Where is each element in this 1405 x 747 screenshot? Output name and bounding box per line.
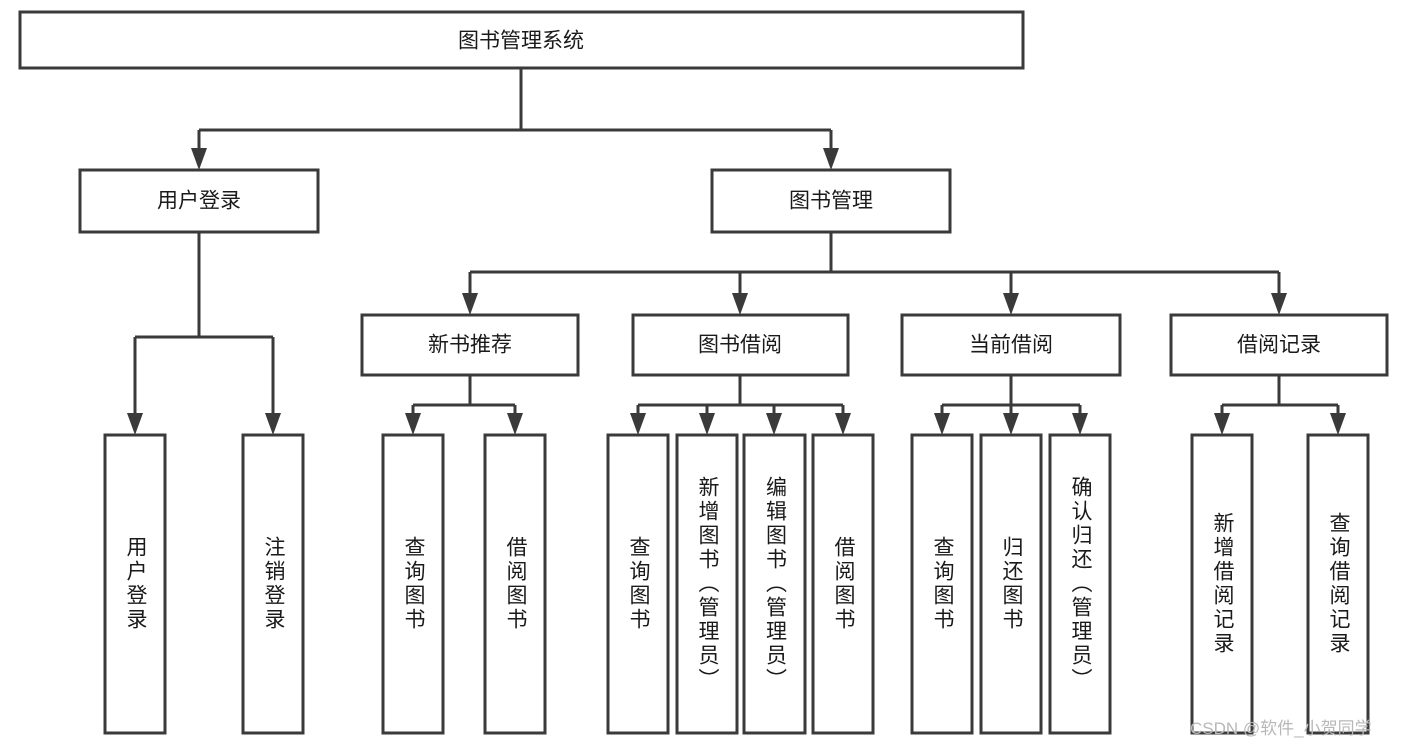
leaf-rects-new-book-recommend — [381, 433, 547, 735]
leaf-node-edit-book-admin[interactable] — [742, 433, 807, 735]
leaf-node-return-book[interactable] — [979, 433, 1043, 735]
connector-book-borrow-to-leaves — [630, 375, 851, 435]
leaf-node-query-book-3[interactable] — [910, 433, 974, 735]
leaf-node-borrow-book-2[interactable] — [811, 433, 875, 735]
csdn-watermark: CSDN @软件_小贺同学 — [1190, 719, 1372, 738]
node-new-book-recommend[interactable]: 新书推荐 — [360, 313, 580, 377]
node-book-management[interactable]: 图书管理 — [710, 168, 952, 234]
node-root-system-label: 图书管理系统 — [458, 30, 584, 53]
connector-book-mgmt-to-level3 — [462, 232, 1287, 315]
node-borrow-record[interactable]: 借阅记录 — [1169, 313, 1389, 377]
node-book-borrow-label: 图书借阅 — [698, 334, 782, 357]
node-user-login-label: 用户登录 — [157, 190, 241, 213]
leaf-node-query-book-1[interactable] — [381, 433, 445, 735]
leaf-rects-user-login — [103, 433, 305, 735]
node-user-login[interactable]: 用户登录 — [78, 168, 320, 234]
connector-new-book-to-leaves — [405, 375, 523, 435]
connector-current-borrow-to-leaves — [934, 375, 1088, 435]
connector-root-to-level2 — [191, 68, 839, 170]
leaf-node-user-login[interactable] — [103, 433, 167, 735]
leaf-node-logout[interactable] — [241, 433, 305, 735]
node-borrow-record-label: 借阅记录 — [1237, 334, 1321, 357]
connector-user-login-to-leaves — [127, 232, 281, 435]
connector-borrow-record-to-leaves — [1214, 375, 1346, 435]
node-root-system[interactable]: 图书管理系统 — [18, 10, 1025, 70]
node-current-borrow-label: 当前借阅 — [969, 334, 1053, 357]
leaf-node-borrow-book-1[interactable] — [483, 433, 547, 735]
leaf-node-confirm-return-admin[interactable] — [1048, 433, 1112, 735]
leaf-node-add-borrow-record[interactable] — [1190, 433, 1254, 735]
node-current-borrow[interactable]: 当前借阅 — [900, 313, 1122, 377]
node-new-book-recommend-label: 新书推荐 — [428, 334, 512, 357]
leaf-rects-borrow-record — [1190, 433, 1370, 735]
node-book-borrow[interactable]: 图书借阅 — [631, 313, 850, 377]
leaf-node-query-book-2[interactable] — [606, 433, 670, 735]
leaf-node-query-borrow-record[interactable] — [1306, 433, 1370, 735]
leaf-rects-current-borrow — [910, 433, 1112, 735]
leaf-rects-book-borrow — [606, 433, 875, 735]
node-book-management-label: 图书管理 — [789, 190, 873, 213]
leaf-node-add-book-admin[interactable] — [675, 433, 739, 735]
